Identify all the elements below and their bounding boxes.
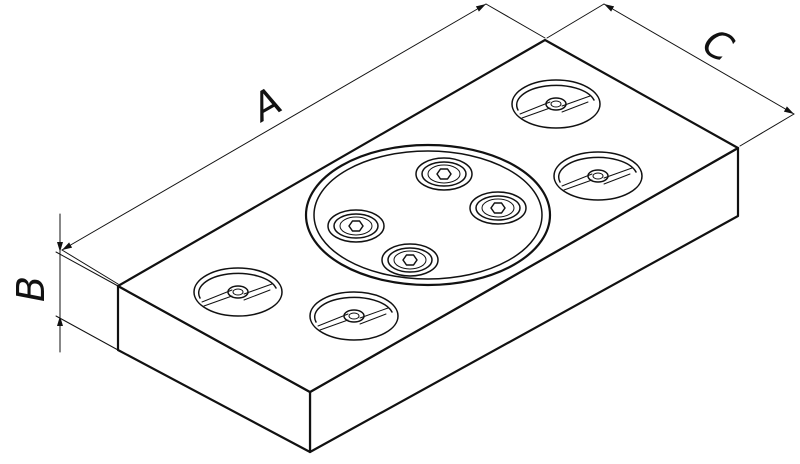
dimension-b-label: B xyxy=(9,276,53,302)
dimension-a-label: A xyxy=(242,79,289,132)
base-plate xyxy=(116,38,740,454)
slotted-counterbore-left-bottom xyxy=(309,291,399,341)
slotted-counterbore-left-top xyxy=(193,267,283,317)
slotted-counterbore-right-bottom xyxy=(553,151,643,201)
socket-screw-bottom xyxy=(381,243,439,277)
dimension-b: B xyxy=(9,213,119,353)
dimension-c-label: C xyxy=(696,20,741,72)
socket-screw-top xyxy=(415,157,473,191)
slotted-counterbore-right-top xyxy=(511,79,601,129)
socket-screw-right xyxy=(469,191,527,225)
socket-screw-left xyxy=(327,209,385,243)
center-disc xyxy=(304,143,552,287)
